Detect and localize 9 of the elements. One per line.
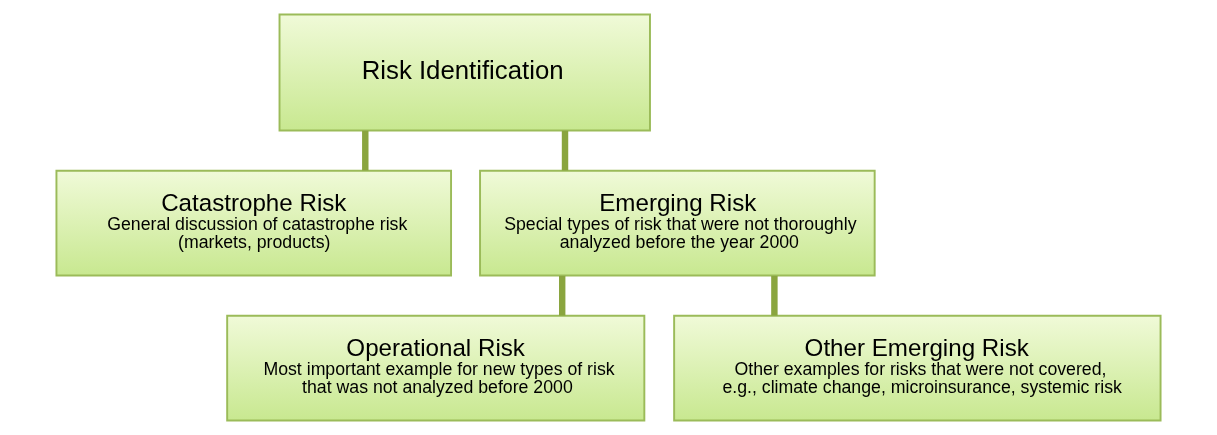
node-box: Catastrophe Risk General discussion of catastrophe risk (markets, products): [55, 169, 453, 277]
node-box: Emerging Risk Special types of risk that were not thoroughly analyzed before the year 2000: [479, 169, 876, 277]
connector: [561, 130, 569, 171]
node-box: Operational Risk Most important example for new types of risk that was not analyzed before 2000: [226, 314, 646, 422]
node-box: Other Emerging Risk Other examples for risks that were not covered, e.g., climate change, microinsurance, systemic risk: [673, 314, 1162, 422]
connector: [362, 130, 369, 171]
connector: [771, 275, 778, 316]
node-box: Risk Identification: [278, 13, 651, 132]
connector: [558, 275, 566, 316]
